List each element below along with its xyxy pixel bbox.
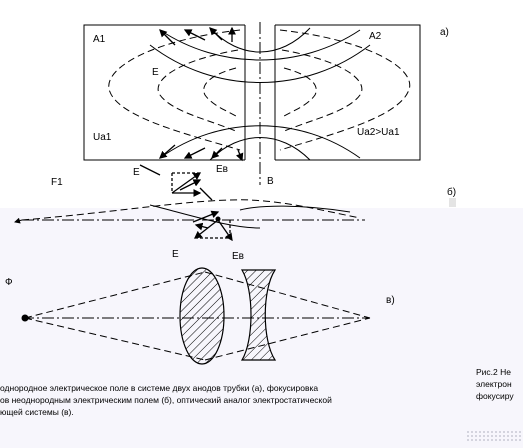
field-lines: [149, 27, 371, 161]
concave-lens: [240, 269, 277, 361]
label-b: B: [267, 176, 274, 187]
vector-decomposition-b: [192, 210, 233, 242]
label-e-mid: E: [172, 249, 179, 260]
figure-caption-right: Рис.2 Не электрон фокусиру: [476, 367, 514, 401]
scroll-marker: [449, 198, 456, 207]
label-a1: A1: [93, 34, 106, 45]
figure-caption-left: однородное электрическое поле в системе …: [0, 383, 332, 417]
convex-lens: [179, 267, 225, 365]
dotted-pattern: [466, 430, 522, 442]
field-arrows-bottom: [159, 144, 244, 162]
label-part-v: в): [386, 295, 395, 306]
label-part-b: б): [447, 187, 457, 198]
anode-a2-box: [274, 24, 421, 161]
label-a2: A2: [369, 31, 382, 42]
label-phi: Ф: [5, 277, 13, 288]
label-eb-mid: Eв: [232, 251, 244, 262]
optical-analog-c: [21, 267, 371, 365]
equipotential-lines: [108, 29, 411, 151]
field-arrows-top: [159, 26, 236, 46]
vector-decomposition-top: [139, 164, 213, 201]
label-eb-low: Eв: [216, 164, 228, 175]
anode-a1-box: [83, 24, 246, 161]
label-ua2: Ua2>Ua1: [357, 127, 400, 138]
beam-path-b: [14, 199, 365, 229]
label-part-a: a): [440, 27, 449, 38]
label-e-low: E: [133, 167, 140, 178]
label-f1: F1: [51, 177, 63, 188]
label-ua1: Ua1: [93, 132, 112, 143]
label-e-top: E: [152, 67, 159, 78]
